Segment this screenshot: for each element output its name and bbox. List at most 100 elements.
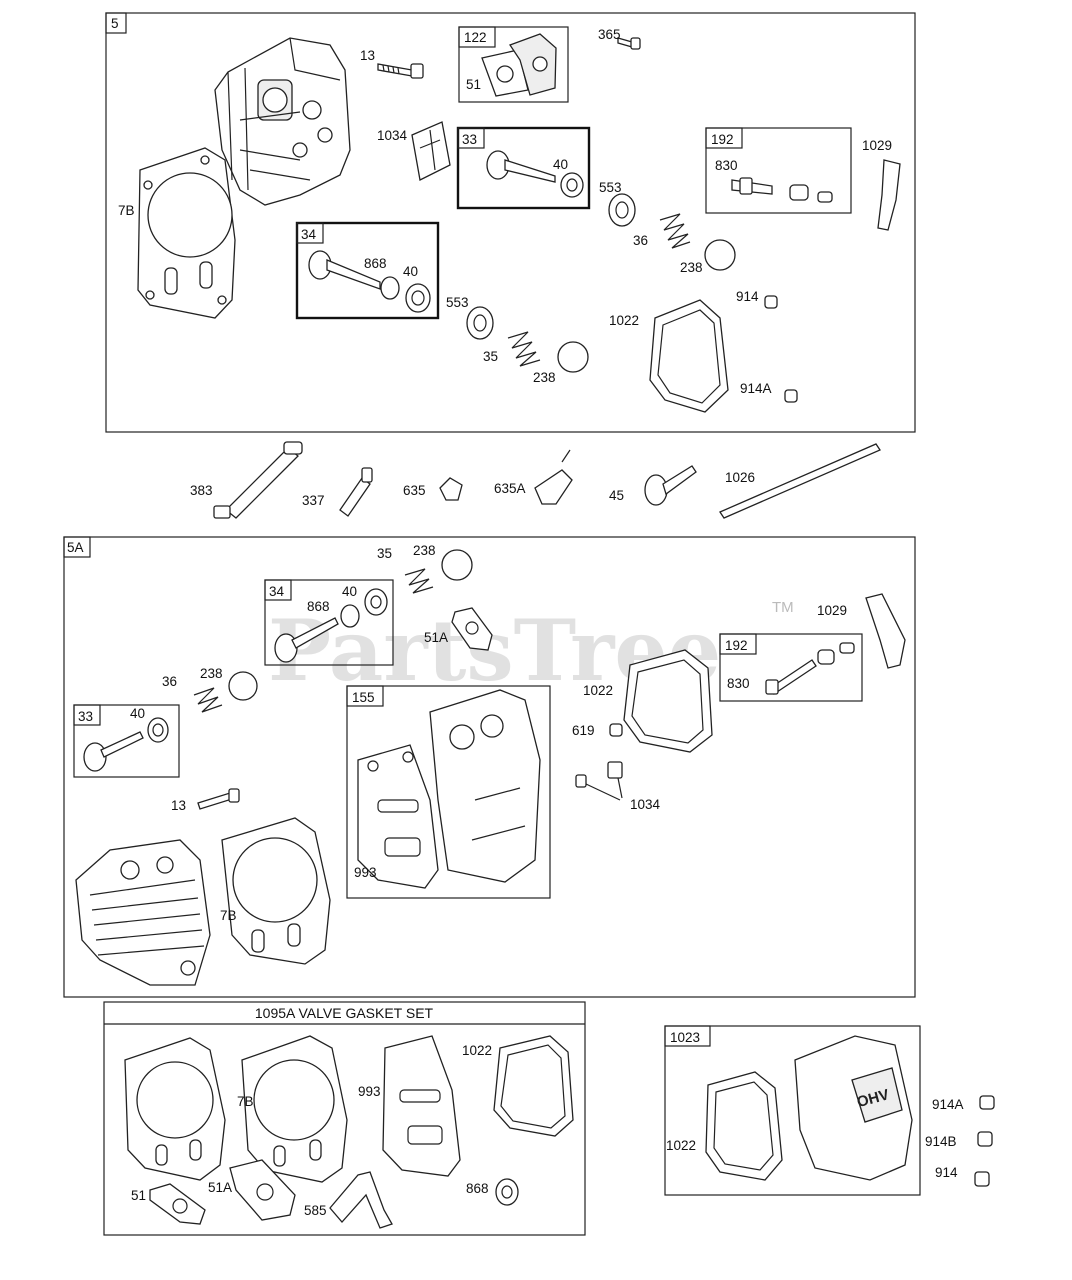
screw-914a-illustration xyxy=(784,389,798,403)
breather-plate-illustration xyxy=(411,121,451,181)
label-1022d: 1022 xyxy=(666,1138,696,1153)
valve-cap-238b-illustration xyxy=(557,341,589,373)
valve-45-illustration xyxy=(644,465,697,506)
label-238d: 238 xyxy=(200,666,223,681)
group-1023-tag: 1023 xyxy=(670,1030,700,1045)
exhaust-valve-illustration xyxy=(486,150,584,198)
group-1023-tag-box xyxy=(664,1025,711,1047)
group-34-frame xyxy=(295,221,440,320)
valve-seal-553-illustration xyxy=(608,193,636,227)
rocker-cover-gasket-set-illustration xyxy=(493,1035,574,1137)
cylinder-head-5a-illustration xyxy=(75,839,211,986)
label-45: 45 xyxy=(609,488,624,503)
head-gasket-set-1-illustration xyxy=(124,1037,226,1181)
group-5-tag-box xyxy=(105,12,127,34)
label-914b: 914B xyxy=(925,1134,957,1149)
valve-spring-36b-illustration xyxy=(193,687,223,713)
label-1034a: 1034 xyxy=(377,128,408,143)
rocker-cover-gasket-5a-illustration xyxy=(623,649,713,753)
label-35b: 35 xyxy=(377,546,392,561)
label-51-set: 51 xyxy=(131,1188,146,1203)
group-155-tag: 155 xyxy=(352,690,375,705)
label-868a: 868 xyxy=(364,256,387,271)
label-868c: 868 xyxy=(466,1181,489,1196)
label-13b: 13 xyxy=(171,798,186,813)
label-830a: 830 xyxy=(715,158,738,173)
group-192-tag-box xyxy=(705,127,743,149)
group-192-tag: 192 xyxy=(711,132,734,147)
group-34b-frame xyxy=(264,579,394,666)
label-553a: 553 xyxy=(599,180,622,195)
head-gasket-5a-illustration xyxy=(221,817,331,965)
head-gasket-illustration xyxy=(137,147,236,319)
label-553b: 553 xyxy=(446,295,469,310)
label-914: 914 xyxy=(736,289,759,304)
valve-cover-illustration: OHV xyxy=(794,1035,913,1181)
group-1095a-title: 1095A VALVE GASKET SET xyxy=(255,1005,434,1021)
group-5a-tag-box xyxy=(63,536,91,558)
gasket-51a-illustration xyxy=(451,607,493,651)
cylinder-head-illustration xyxy=(214,37,351,206)
label-35a: 35 xyxy=(483,349,498,364)
gasket-plate-155-illustration xyxy=(429,689,541,883)
rocker-stud-illustration xyxy=(731,177,833,203)
intake-manifold-illustration xyxy=(481,33,557,97)
label-365: 365 xyxy=(598,27,621,42)
valve-cap-238-illustration xyxy=(704,239,736,271)
breather-1034b-illustration xyxy=(575,761,623,801)
group-5-tag: 5 xyxy=(111,16,119,31)
label-1022b: 1022 xyxy=(583,683,613,698)
label-868b: 868 xyxy=(307,599,330,614)
group-155-frame xyxy=(346,685,551,899)
group-34b-tag-box xyxy=(264,579,292,601)
rocker-arm-illustration xyxy=(877,159,901,231)
label-238c: 238 xyxy=(413,543,436,558)
screw-619-illustration xyxy=(609,723,623,737)
intake-valve-5a-illustration xyxy=(274,588,388,663)
group-192b-tag-box xyxy=(719,633,757,655)
group-1023-frame xyxy=(664,1025,921,1196)
gasket-585-illustration xyxy=(329,1171,393,1229)
label-1022c: 1022 xyxy=(462,1043,492,1058)
label-830b: 830 xyxy=(727,676,750,691)
group-192b-frame xyxy=(719,633,863,702)
label-51a-set: 51A xyxy=(208,1180,232,1195)
group-33b-tag: 33 xyxy=(78,709,93,724)
rocker-stud-5a-illustration xyxy=(765,642,855,695)
spark-plug-illustration xyxy=(339,467,373,517)
rocker-cover-gasket-1023-illustration xyxy=(705,1071,783,1181)
screw-914-cover-illustration xyxy=(974,1171,990,1187)
group-33-tag-box xyxy=(457,127,485,149)
label-1026: 1026 xyxy=(725,470,755,485)
label-914-cover: 914 xyxy=(935,1165,958,1180)
group-33b-frame xyxy=(73,704,180,778)
group-34-tag-box xyxy=(296,222,324,244)
screw-914-illustration xyxy=(764,295,778,309)
label-7b-set: 7B xyxy=(237,1094,254,1109)
label-1022a: 1022 xyxy=(609,313,639,328)
gasket-51a-set-illustration xyxy=(229,1159,296,1221)
group-122-tag-box xyxy=(458,26,496,48)
label-585: 585 xyxy=(304,1203,327,1218)
gasket-51-set-illustration xyxy=(149,1183,206,1225)
group-34-tag: 34 xyxy=(301,227,317,242)
exhaust-valve-5a-illustration xyxy=(83,717,169,772)
group-5-frame xyxy=(105,12,916,433)
valve-cap-238c-illustration xyxy=(441,549,473,581)
label-40d: 40 xyxy=(130,706,145,721)
rocker-arm-5a-illustration xyxy=(865,593,906,669)
group-122-tag: 122 xyxy=(464,30,487,45)
push-rod-illustration xyxy=(719,443,881,519)
label-337: 337 xyxy=(302,493,325,508)
valve-spring-35-illustration xyxy=(507,331,541,367)
label-619: 619 xyxy=(572,723,595,738)
label-238b: 238 xyxy=(533,370,556,385)
group-5a-tag: 5A xyxy=(67,540,84,555)
label-1034b: 1034 xyxy=(630,797,661,812)
gasket-993-set-illustration xyxy=(382,1035,461,1177)
label-40c: 40 xyxy=(342,584,357,599)
seal-868-set-illustration xyxy=(495,1178,519,1206)
head-gasket-set-2-illustration xyxy=(241,1035,348,1183)
label-383: 383 xyxy=(190,483,213,498)
